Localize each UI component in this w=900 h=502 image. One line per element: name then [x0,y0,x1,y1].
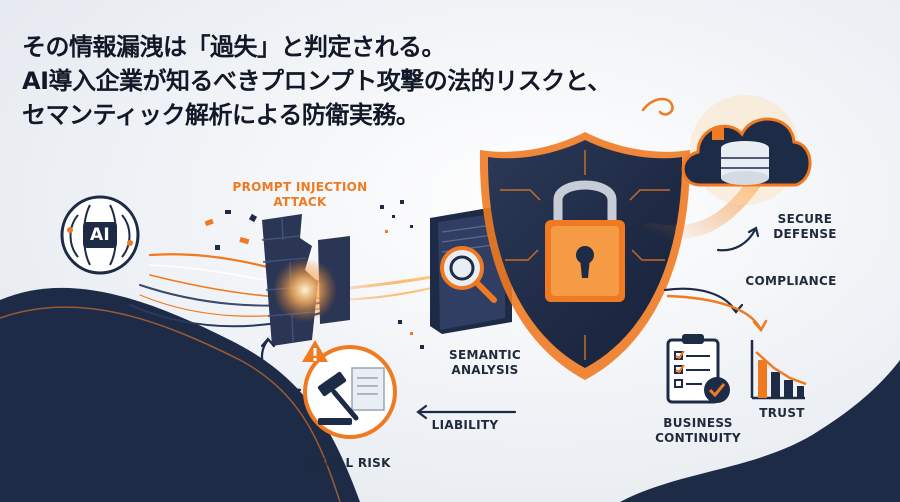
secure-defense-label: SECURE DEFENSE [760,212,850,242]
liability-label: LIABILITY [431,418,499,432]
clipboard-checklist-icon [666,334,730,404]
headline: その情報漏洩は「過失」と判定される。 AI導入企業が知るべきプロンプト攻撃の法的… [22,30,611,132]
trust-chart-icon [750,340,807,400]
brick-wall-icon [261,214,350,346]
trust-label: TRUST [759,406,805,420]
headline-line-2: AI導入企業が知るべきプロンプト攻撃の法的リスクと、 [22,67,611,95]
business-label-line-2: CONTINUITY [655,431,741,445]
legal-risk-icon [302,340,397,439]
shield-lock-icon [479,132,691,380]
compliance-label: COMPLIANCE [745,274,837,288]
cloud-database-icon [681,95,812,205]
attack-label-line-1: PROMPT INJECTION [232,180,368,194]
navy-wave-right [620,360,900,502]
attack-label-line-2: ATTACK [273,195,327,209]
compliance-arrow [666,294,762,330]
business-continuity-label: BUSINESS CONTINUITY [648,416,748,446]
semantic-label-line-2: ANALYSIS [451,363,519,377]
fragments [204,200,424,349]
headline-line-3: セマンティック解析による防衛実務。 [22,101,420,129]
navy-wave-left [0,287,360,502]
semantic-label-line-1: SEMANTIC [449,348,521,362]
ai-badge: AI [89,225,111,245]
headline-line-1: その情報漏洩は「過失」と判定される。 [22,33,445,61]
semantic-analysis-label: SEMANTIC ANALYSIS [435,348,535,378]
secure-label-line-1: SECURE [777,212,833,226]
business-label-line-1: BUSINESS [663,416,733,430]
swirl [641,97,674,116]
legal-risk-label: LEGAL RISK [309,456,391,470]
ai-brain-icon [60,195,140,275]
wave-highlight [0,306,341,502]
defense-trail [643,168,767,240]
attack-label: PROMPT INJECTION ATTACK [220,180,380,210]
secure-label-line-2: DEFENSE [773,227,837,241]
